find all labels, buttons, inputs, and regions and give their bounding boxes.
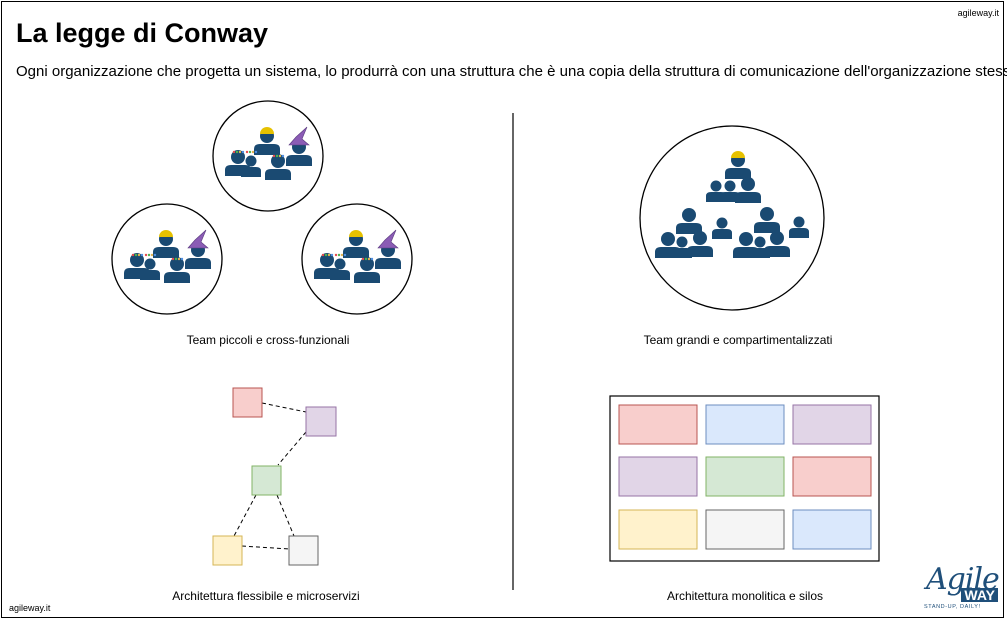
monolith-diagram [609, 395, 880, 562]
team-circle [111, 203, 223, 315]
silo-box [705, 456, 785, 497]
sparkle-icon [144, 253, 157, 257]
service-box-red [232, 387, 263, 418]
hard-hat-icon [159, 230, 173, 237]
connector-green-gray [276, 494, 295, 537]
sparkle-icon [245, 150, 258, 154]
silo-box [618, 456, 698, 497]
team-circle [212, 100, 324, 212]
cross-functional-team [111, 203, 223, 315]
connector-purple-green [277, 431, 307, 466]
service-box-gray [288, 535, 319, 566]
large-teams-caption: Team grandi e compartimentalizzati [643, 333, 833, 347]
brand-link-top[interactable]: agileway.it [957, 8, 999, 18]
cross-functional-team [301, 203, 413, 315]
cross-functional-team [212, 100, 324, 212]
page-subtitle: Ogni organizzazione che progetta un sist… [16, 63, 1007, 80]
hard-hat-icon [349, 230, 363, 237]
sparkle-icon [334, 253, 347, 257]
silo-box [792, 404, 872, 445]
sparkle-icon [321, 253, 334, 257]
sparkle-icon [232, 150, 245, 154]
connector-green-yellow [233, 494, 257, 537]
connector-red-purple [261, 402, 307, 413]
service-box-yellow [212, 535, 243, 566]
microservices-caption: Architettura flessibile e microservizi [172, 589, 360, 603]
team-circle [301, 203, 413, 315]
sparkle-icon [272, 154, 285, 158]
monolith-caption: Architettura monolitica e silos [666, 589, 824, 603]
silo-box [618, 404, 698, 445]
hard-hat-icon [731, 151, 745, 158]
silo-box [618, 509, 698, 550]
sparkle-icon [171, 257, 184, 261]
silo-box [792, 509, 872, 550]
wizard-hat-icon [187, 229, 209, 249]
silo-box [705, 404, 785, 445]
large-team-group [639, 125, 825, 311]
silo-box [705, 509, 785, 550]
logo-wordmark-way: WAY [961, 588, 998, 602]
brand-link-bottom[interactable]: agileway.it [9, 603, 51, 613]
page-title: La legge di Conway [16, 18, 269, 48]
silo-box [792, 456, 872, 497]
sparkle-icon [361, 257, 374, 261]
wizard-hat-icon [377, 229, 399, 249]
hard-hat-icon [260, 127, 274, 134]
small-teams-group [111, 100, 413, 315]
large-team-circle [639, 125, 825, 311]
service-box-green [251, 465, 282, 496]
microservices-diagram [212, 387, 337, 566]
wizard-hat-icon [288, 126, 310, 146]
logo-tagline: STAND-UP, DAILY! [924, 604, 981, 610]
service-box-purple [305, 406, 337, 437]
sparkle-icon [131, 253, 144, 257]
small-teams-caption: Team piccoli e cross-funzionali [186, 333, 350, 347]
connector-yellow-gray [241, 545, 290, 550]
agileway-logo[interactable]: Agile WAY STAND-UP, DAILY! [920, 562, 1002, 614]
